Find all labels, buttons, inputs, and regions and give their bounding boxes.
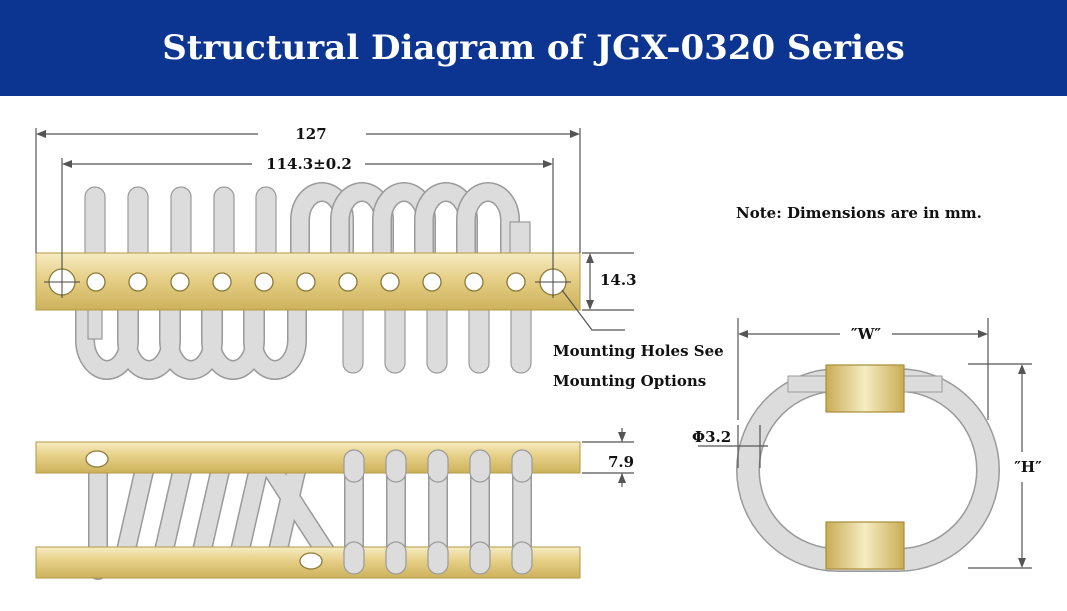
dimension-overall-length <box>35 128 581 253</box>
height-label: ″H″ <box>1014 458 1042 476</box>
dimension-bar-height <box>582 252 634 311</box>
mounting-callout-line1: Mounting Holes See <box>553 342 724 360</box>
end-bottom-block <box>825 521 905 570</box>
overall-length-label: 127 <box>295 125 326 143</box>
coil-loops-back <box>84 182 531 275</box>
side-bottom-hole <box>299 552 323 570</box>
end-top-block <box>825 364 905 413</box>
top-view <box>35 182 581 380</box>
bar-thickness-label: 7.9 <box>608 453 634 471</box>
side-view <box>35 441 581 580</box>
side-coil-overlays <box>343 449 533 575</box>
side-top-bar <box>35 441 581 474</box>
dimension-bar-thickness <box>582 428 634 487</box>
hole-spacing-label: 114.3±0.2 <box>266 155 352 173</box>
units-note: Note: Dimensions are in mm. <box>736 204 982 222</box>
header-banner: Structural Diagram of JGX-0320 Series <box>0 0 1067 96</box>
cable-diameter-label: Φ3.2 <box>692 428 731 446</box>
end-view <box>736 364 1000 572</box>
dimension-height <box>968 363 1032 569</box>
bar-height-label: 14.3 <box>600 271 637 289</box>
page-title: Structural Diagram of JGX-0320 Series <box>162 28 905 68</box>
coil-loops-front <box>75 294 532 380</box>
mounting-callout-leader <box>561 289 625 331</box>
structural-diagram: 127 114.3±0.2 14.3 Mounting Holes See Mo… <box>35 125 1042 580</box>
hole-center-marks <box>44 266 571 298</box>
mounting-callout-line2: Mounting Options <box>553 372 706 390</box>
width-label: ″W″ <box>851 325 882 343</box>
dimension-width <box>737 318 989 420</box>
side-top-hole <box>85 450 109 468</box>
dimension-hole-spacing <box>61 158 554 268</box>
